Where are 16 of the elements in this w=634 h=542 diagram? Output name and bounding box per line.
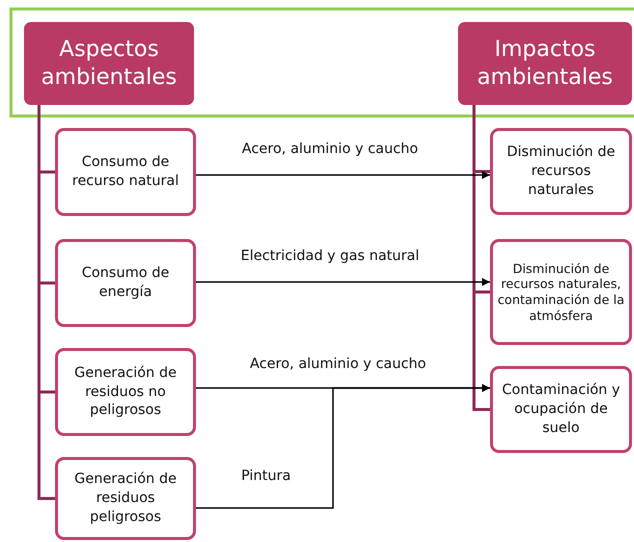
text-box: Generación de residuos no peligrosos xyxy=(55,348,196,436)
connector-line xyxy=(38,105,55,500)
text-box: Consumo de energía xyxy=(55,239,196,327)
text-box: Contaminación y ocupación de suelo xyxy=(490,366,632,453)
header-box: Aspectos ambientales xyxy=(24,22,194,105)
edge-label: Acero, aluminio y caucho xyxy=(248,356,428,372)
text-box: Disminución de recursos naturales xyxy=(490,128,632,215)
text-box: Disminución de recursos naturales, contaminación de la atmósfera xyxy=(490,239,632,345)
header-box: Impactos ambientales xyxy=(458,22,632,105)
text-box: Consumo de recurso natural xyxy=(55,128,196,216)
arrow xyxy=(196,171,490,179)
edge-label: Acero, aluminio y caucho xyxy=(240,141,420,157)
arrow xyxy=(196,384,490,509)
connector-line xyxy=(472,105,490,411)
text-box: Generación de residuos peligrosos xyxy=(55,457,196,540)
arrow xyxy=(196,278,490,286)
